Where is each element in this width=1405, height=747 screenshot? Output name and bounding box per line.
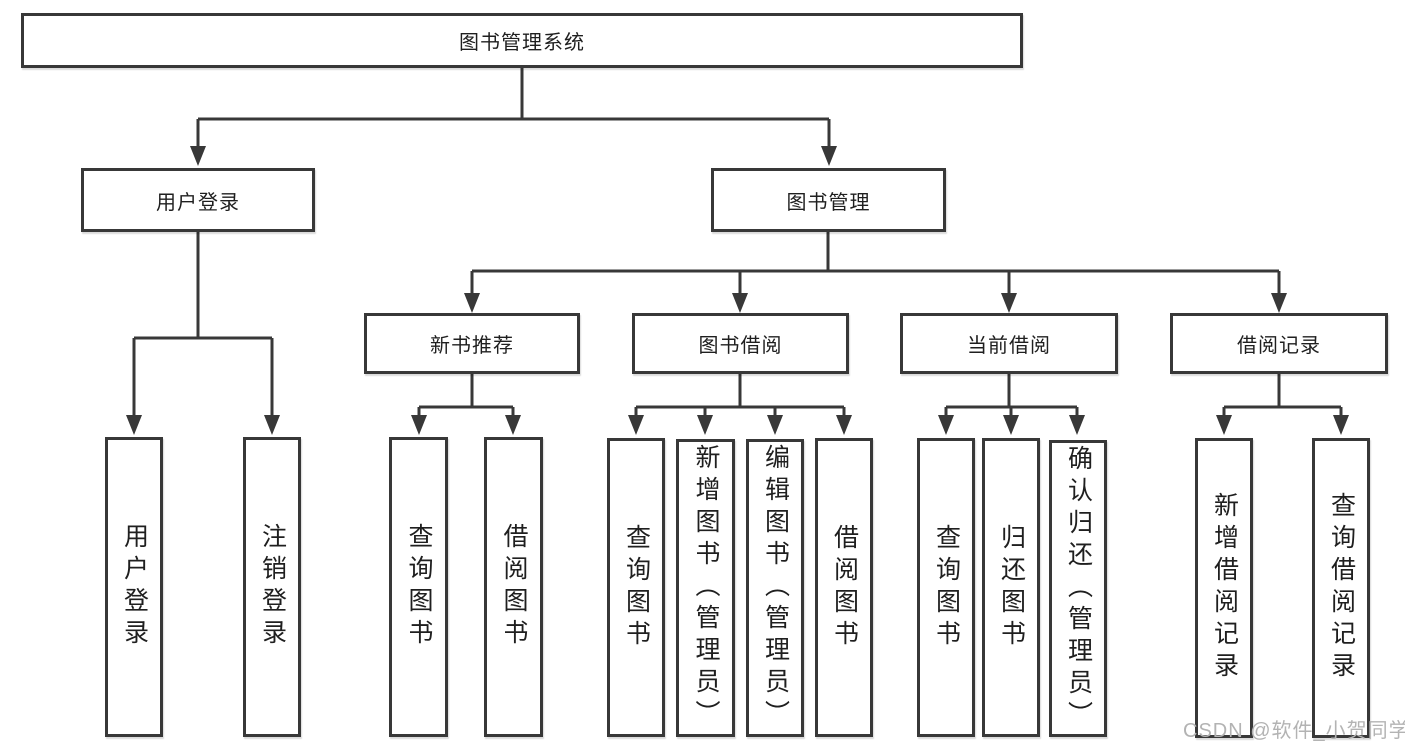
node-new-book-recommend: 新书推荐 — [364, 313, 580, 374]
leaf-confirm-return-admin: 确认归还（管理员） — [1049, 440, 1107, 737]
leaf-user-login: 用户登录 — [105, 437, 163, 737]
node-borrow-records-label: 借阅记录 — [1237, 335, 1321, 357]
node-borrow-records: 借阅记录 — [1170, 313, 1388, 374]
leaf-add-books-admin-label: 新增图书（管理员） — [692, 444, 720, 732]
leaf-query-borrow-record-label: 查询借阅记录 — [1327, 492, 1356, 684]
leaf-borrow-books-1: 借阅图书 — [484, 437, 543, 737]
leaf-return-books-label: 归还图书 — [997, 523, 1026, 652]
leaf-edit-books-admin: 编辑图书（管理员） — [746, 439, 804, 737]
node-book-management: 图书管理 — [711, 168, 946, 232]
node-root: 图书管理系统 — [21, 13, 1023, 68]
leaf-user-login-label: 用户登录 — [120, 523, 149, 651]
leaf-add-books-admin: 新增图书（管理员） — [676, 439, 735, 737]
leaf-query-books-2: 查询图书 — [607, 438, 665, 737]
csdn-watermark: CSDN @软件_小贺同学 — [1183, 720, 1405, 742]
leaf-edit-books-admin-label: 编辑图书（管理员） — [761, 444, 790, 732]
leaf-logout: 注销登录 — [243, 437, 301, 737]
leaf-query-books-1-label: 查询图书 — [405, 523, 433, 651]
node-book-borrow-label: 图书借阅 — [698, 335, 783, 357]
leaf-logout-label: 注销登录 — [258, 523, 287, 651]
leaf-borrow-books-1-label: 借阅图书 — [500, 523, 528, 651]
leaf-query-borrow-record: 查询借阅记录 — [1312, 438, 1370, 738]
leaf-add-borrow-record-label: 新增借阅记录 — [1210, 492, 1239, 684]
leaf-query-books-3: 查询图书 — [917, 438, 975, 737]
leaf-confirm-return-admin-label: 确认归还（管理员） — [1064, 444, 1093, 733]
node-book-management-label: 图书管理 — [786, 191, 871, 214]
node-current-borrow-label: 当前借阅 — [967, 335, 1051, 357]
node-new-book-recommend-label: 新书推荐 — [430, 335, 514, 357]
node-user-login-label: 用户登录 — [156, 191, 240, 214]
leaf-borrow-books-2-label: 借阅图书 — [830, 523, 859, 652]
node-book-borrow: 图书借阅 — [632, 313, 849, 374]
node-root-label: 图书管理系统 — [459, 32, 585, 54]
leaf-query-books-1: 查询图书 — [389, 437, 448, 737]
leaf-query-books-3-label: 查询图书 — [932, 523, 961, 652]
leaf-add-borrow-record: 新增借阅记录 — [1195, 438, 1253, 738]
leaf-borrow-books-2: 借阅图书 — [815, 438, 873, 737]
node-user-login: 用户登录 — [81, 168, 315, 232]
leaf-return-books: 归还图书 — [982, 438, 1040, 737]
leaf-query-books-2-label: 查询图书 — [622, 523, 651, 652]
node-current-borrow: 当前借阅 — [900, 313, 1118, 374]
